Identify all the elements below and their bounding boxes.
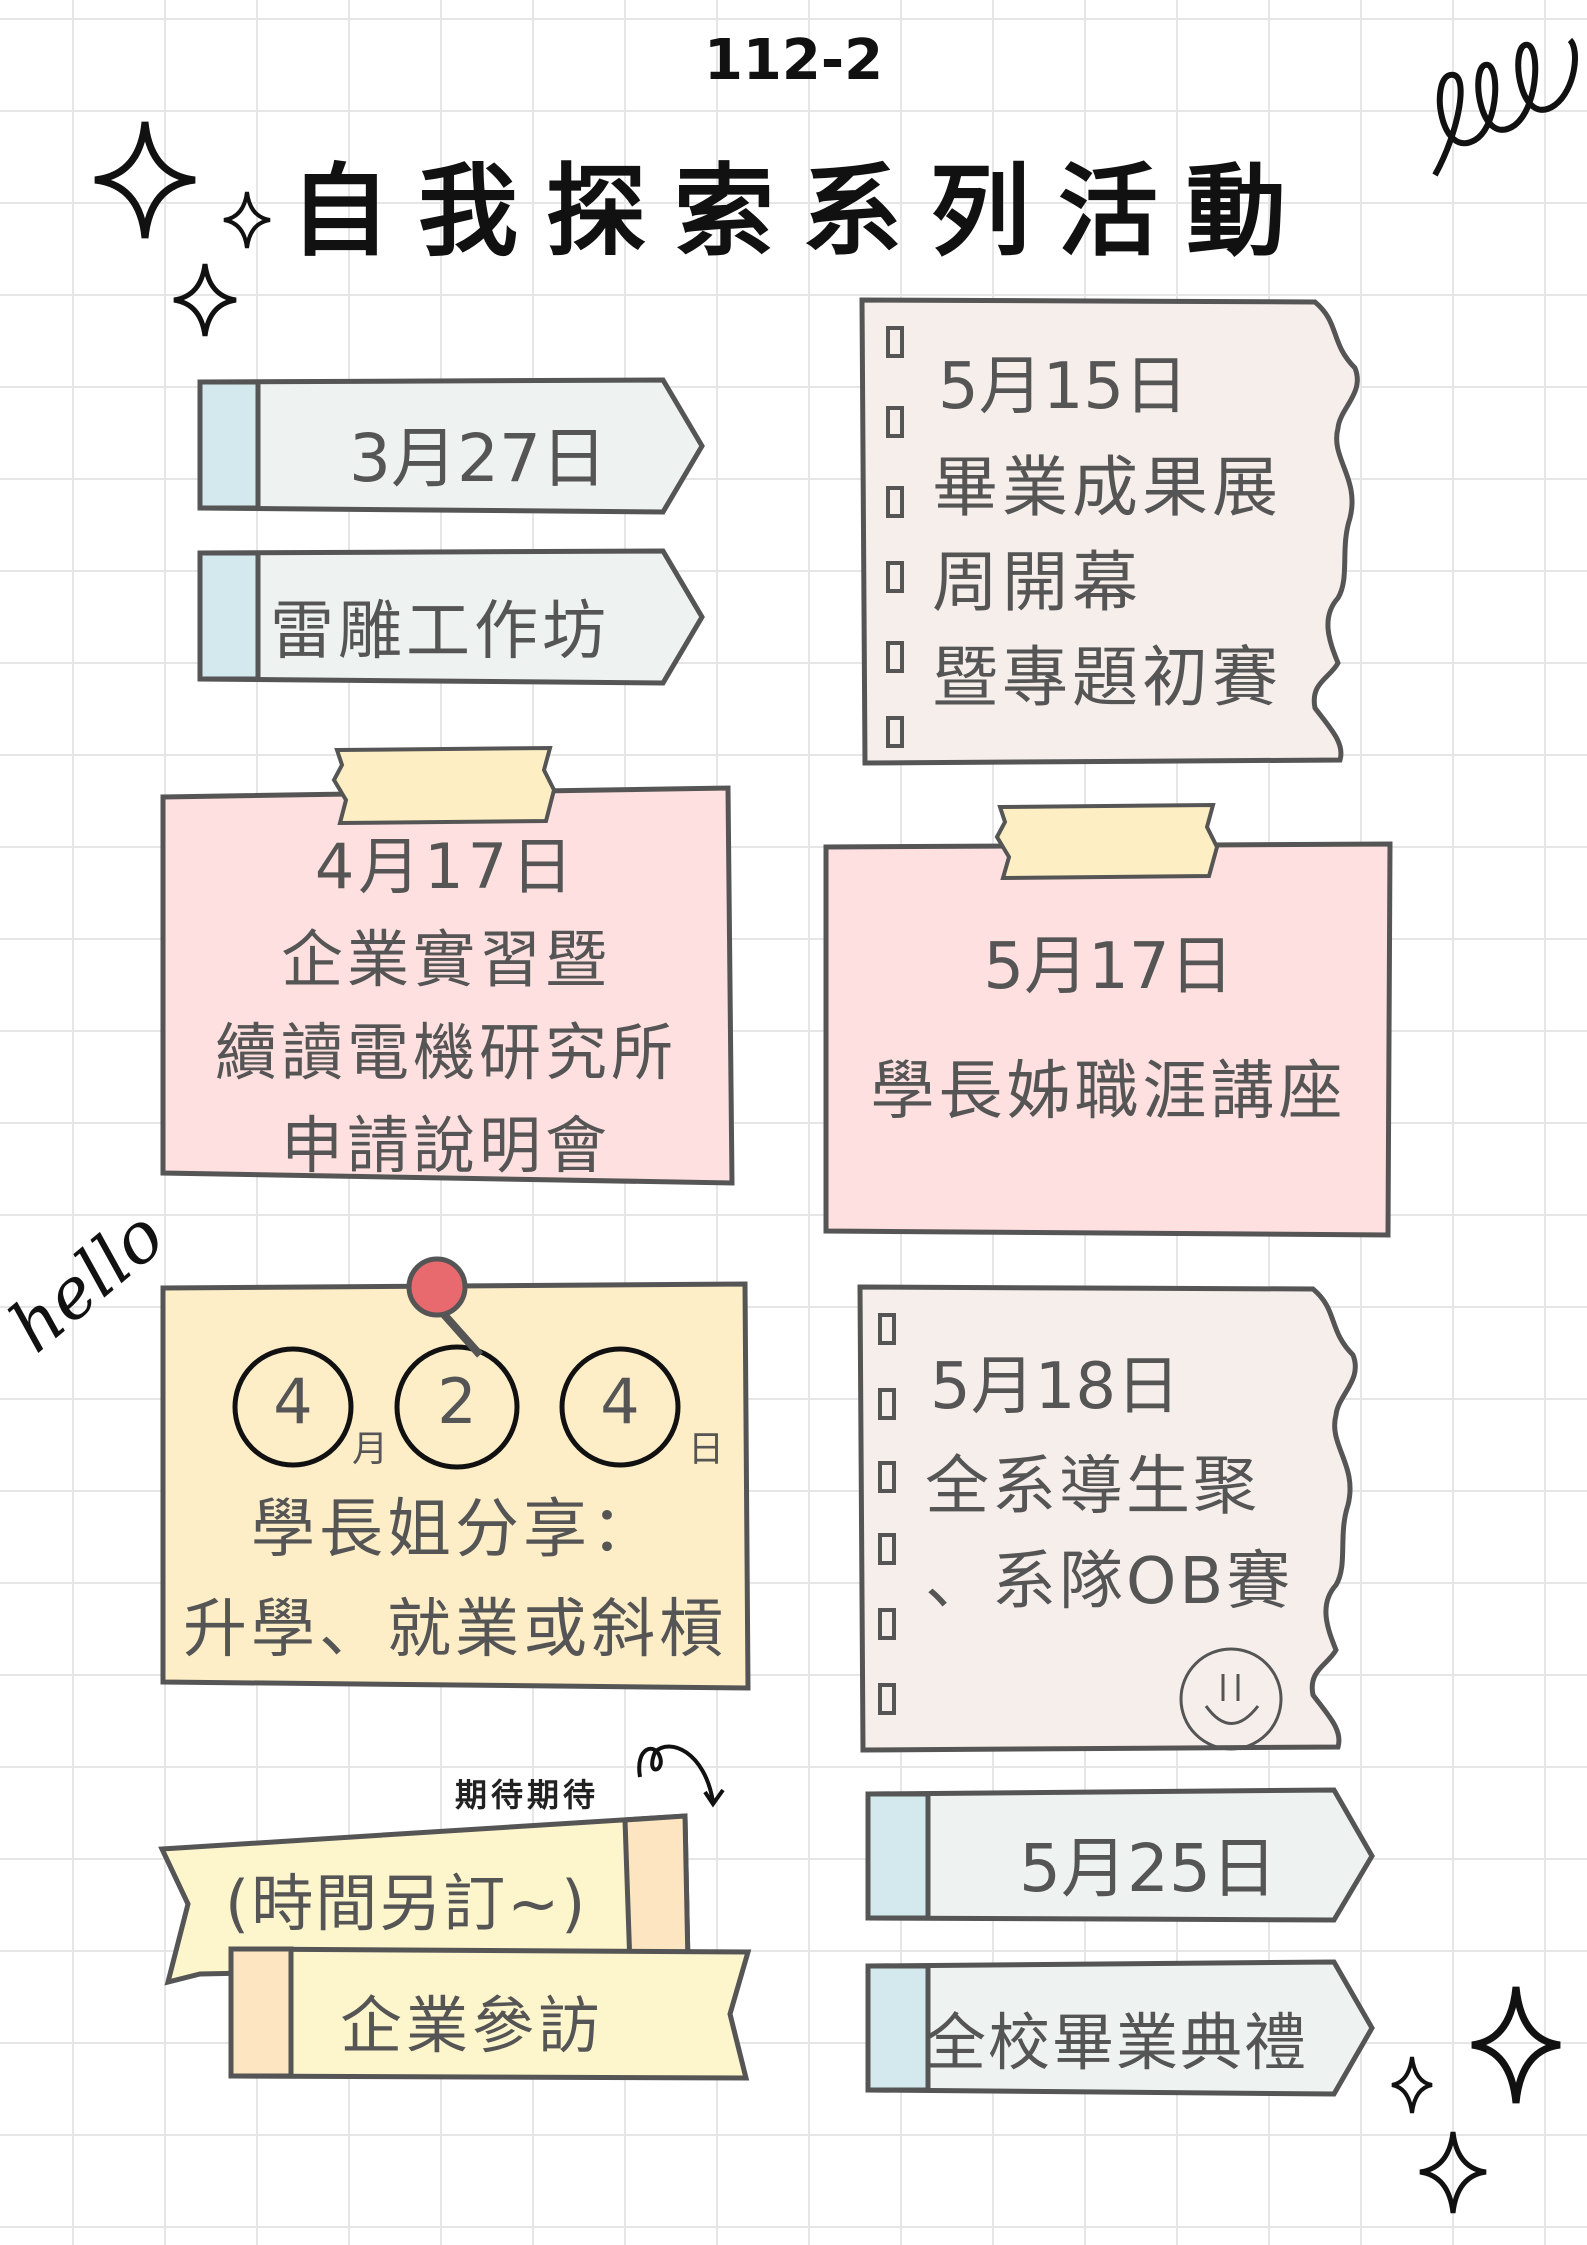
event-date: 3月27日 — [349, 420, 607, 497]
event-name-tag — [197, 548, 705, 686]
event-name: 全校畢業典禮 — [924, 2006, 1309, 2079]
event-line: 升學、就業或斜槓 — [183, 1593, 727, 1667]
event-name-tag — [865, 1959, 1375, 2097]
sticky-note-4-24 — [160, 1281, 751, 1691]
event-line: 學長姐分享： — [251, 1493, 659, 1567]
notebook-page-5-15 — [859, 297, 1360, 766]
ribbon-banner — [158, 1813, 691, 1986]
ribbon-banner — [228, 1946, 752, 2081]
event-date: 5月18日 — [930, 1350, 1181, 1424]
sparkle-icon — [1471, 1986, 1561, 2104]
month-unit: 月 — [352, 1429, 389, 1470]
page-title: 自我探索系列活動 — [290, 153, 1314, 270]
pushpin-icon — [406, 1256, 483, 1358]
event-line: 全系導生聚 — [925, 1450, 1260, 1524]
event-date: 4月17日 — [314, 830, 578, 903]
date-day-tens: 2 — [437, 1365, 477, 1438]
event-name: 雷雕工作坊 — [270, 595, 610, 669]
loop-doodle-icon — [1432, 37, 1578, 177]
sparkle-icon — [173, 263, 237, 337]
event-line: 企業實習暨 — [280, 923, 611, 996]
event-line: 周開幕 — [932, 544, 1142, 621]
event-name: 企業參訪 — [340, 1989, 605, 2062]
event-time: (時間另訂~) — [225, 1867, 588, 1940]
event-line: 暨專題初賽 — [932, 639, 1282, 716]
date-tag-5-25 — [865, 1787, 1375, 1923]
event-name: 學長姊職涯講座 — [870, 1055, 1347, 1129]
curved-arrow-icon — [637, 1744, 725, 1808]
smiley-face-icon — [1179, 1647, 1283, 1751]
event-line: 續讀電機研究所 — [214, 1016, 677, 1089]
date-month: 4 — [273, 1365, 313, 1438]
sparkle-icon — [1419, 2131, 1487, 2214]
note-text: 期待期待 — [455, 1776, 600, 1814]
date-day-ones: 4 — [600, 1365, 640, 1438]
event-line: 畢業成果展 — [932, 449, 1282, 526]
tape-decoration — [331, 745, 557, 826]
sparkle-icon — [1391, 2056, 1433, 2114]
event-date: 5月17日 — [983, 930, 1234, 1004]
sparkle-icon — [94, 121, 196, 239]
hello-doodle: hello — [0, 1193, 180, 1369]
sparkle-icon — [223, 191, 271, 249]
tape-decoration — [994, 802, 1220, 881]
day-unit: 日 — [688, 1429, 725, 1470]
event-date: 5月15日 — [938, 350, 1189, 424]
notebook-page-5-18 — [857, 1284, 1358, 1753]
event-line: 申請說明會 — [280, 1109, 611, 1182]
event-line: 、系隊OB賽 — [925, 1545, 1294, 1619]
term-label: 112-2 — [703, 28, 884, 93]
date-tag-3-27 — [197, 377, 705, 515]
event-date: 5月25日 — [1019, 1830, 1277, 1907]
